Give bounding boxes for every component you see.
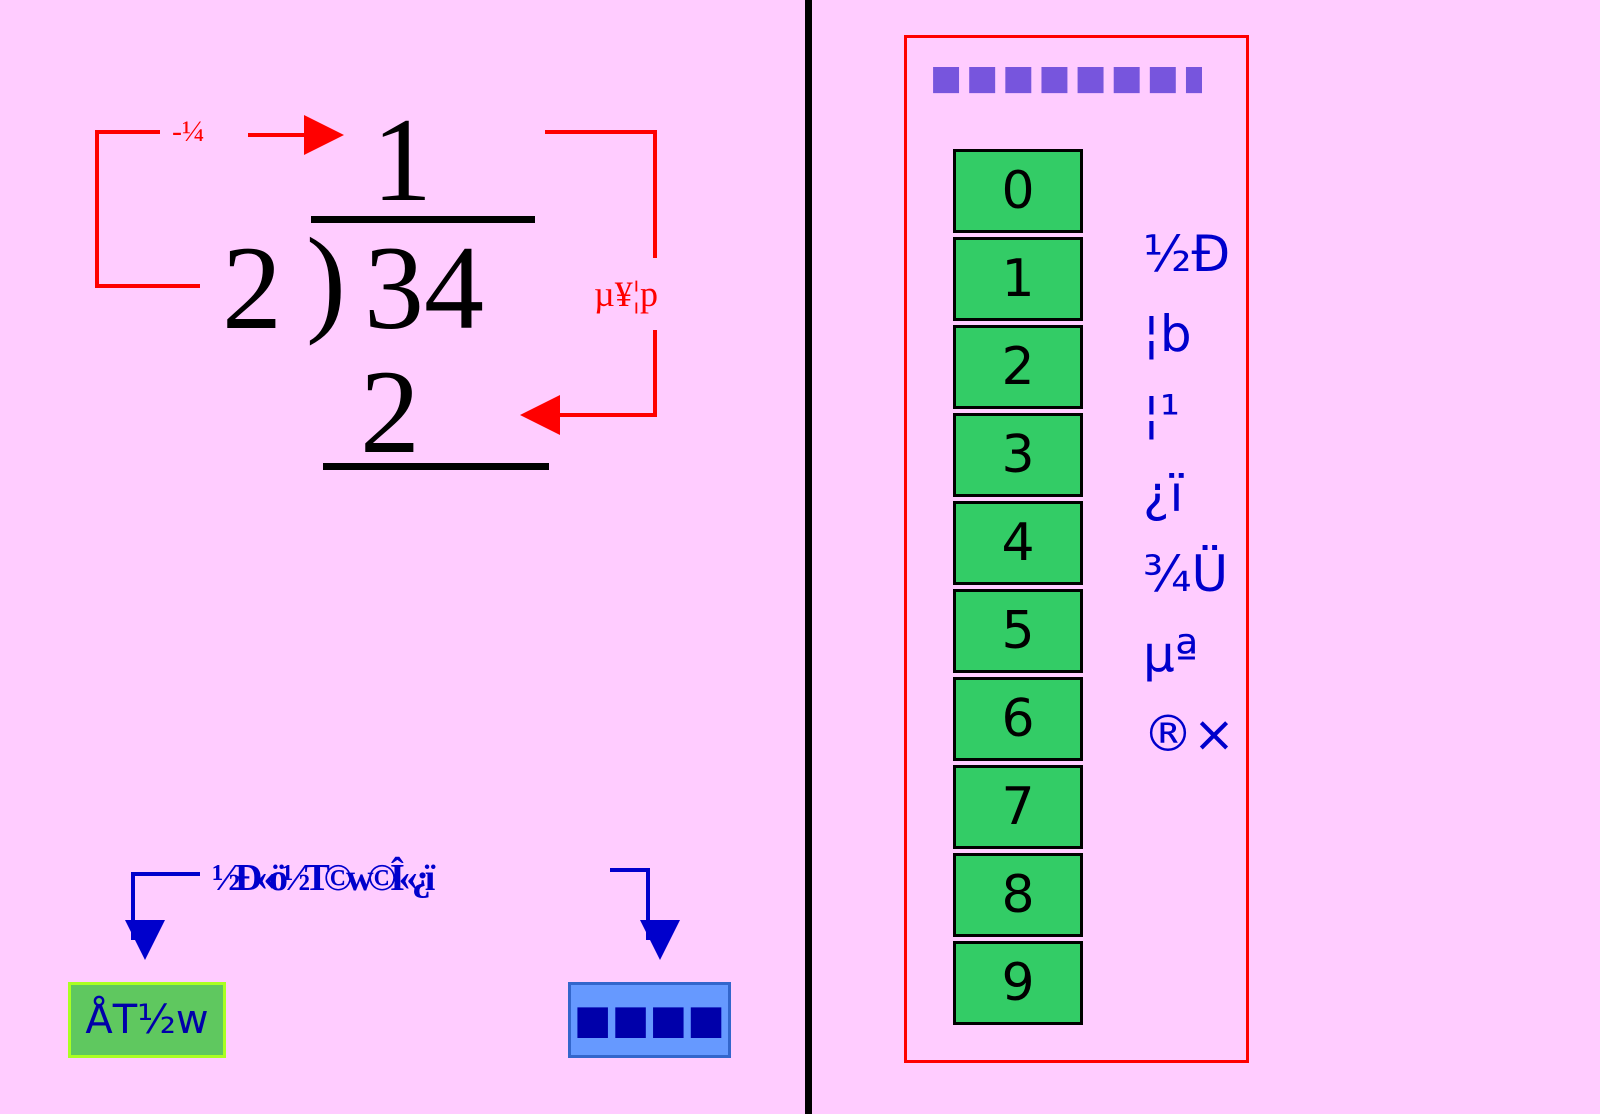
red-arrow-right-head (520, 330, 657, 435)
key-1[interactable]: 1 (953, 237, 1083, 321)
number-keypad: 0 1 2 3 4 5 6 7 8 9 (953, 149, 1083, 1029)
product-digit: 2 (360, 345, 420, 478)
step-label-right: µ¥¦p (594, 274, 658, 314)
hint-label: ½Ð«ö½T©w©Î­«¿ï (212, 857, 435, 899)
blue-arrow-right (610, 868, 680, 960)
dividend-number: 34 (364, 221, 484, 354)
reselect-button[interactable]: ■■■■ (568, 982, 731, 1058)
key-0[interactable]: 0 (953, 149, 1083, 233)
instruction-char-5: ¾Ü (1143, 545, 1229, 603)
instruction-char-2: ¦b (1143, 305, 1192, 363)
subtraction-bar (323, 463, 549, 470)
key-2[interactable]: 2 (953, 325, 1083, 409)
instruction-char-6: µª (1143, 625, 1199, 683)
instruction-char-3: ¦¹ (1143, 385, 1180, 443)
panel-divider (805, 0, 812, 1114)
key-7[interactable]: 7 (953, 765, 1083, 849)
division-bar (311, 216, 535, 223)
key-3[interactable]: 3 (953, 413, 1083, 497)
quotient-digit: 1 (372, 93, 432, 226)
key-9[interactable]: 9 (953, 941, 1083, 1025)
keypad-instruction: ½Ð ¦b ¦¹ ¿ï ¾Ü µª ®× (1143, 218, 1253, 778)
divisor-digit: 2 (222, 221, 282, 354)
red-arrow-left (95, 130, 200, 288)
keypad-title: ■■■■■■■■ (930, 58, 1202, 98)
key-4[interactable]: 4 (953, 501, 1083, 585)
red-arrow-right (545, 130, 657, 258)
blue-arrow-left (125, 872, 200, 960)
key-5[interactable]: 5 (953, 589, 1083, 673)
division-bracket: ) (306, 213, 346, 346)
instruction-char-7: ®× (1143, 705, 1235, 763)
keypad-frame (904, 35, 1249, 1063)
key-8[interactable]: 8 (953, 853, 1083, 937)
instruction-char-1: ½Ð (1143, 225, 1231, 283)
step-label-top: -¼ (172, 115, 205, 148)
confirm-button[interactable]: ÅT½w (68, 982, 226, 1058)
instruction-char-4: ¿ï (1143, 465, 1184, 523)
key-6[interactable]: 6 (953, 677, 1083, 761)
